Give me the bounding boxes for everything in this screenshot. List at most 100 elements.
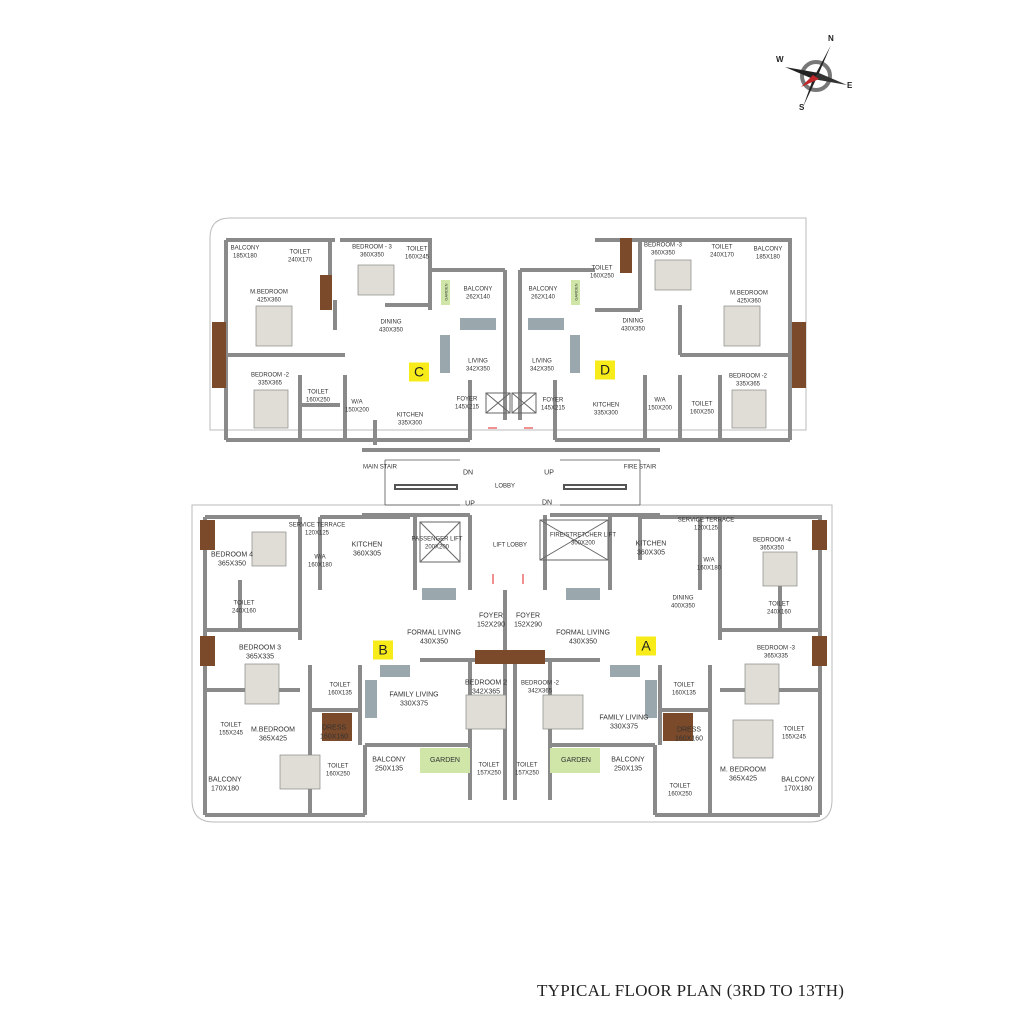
room-name: W/A (314, 554, 326, 561)
room-size: 262X140 (530, 294, 556, 300)
room-name: M. BEDROOM (720, 766, 766, 774)
room-name: GARDEN (573, 283, 579, 301)
room-size: 250X135 (613, 765, 643, 772)
room-size: 360X350 (359, 252, 385, 258)
room-size: 300X200 (570, 540, 596, 546)
room-name: GARDEN (443, 283, 449, 301)
room-name: TOILET (591, 265, 613, 272)
room-name: MAIN STAIR (363, 464, 397, 471)
room-size: 185X180 (755, 254, 781, 260)
room-size: 120X125 (693, 525, 719, 531)
room-name: BEDROOM -3 (756, 645, 796, 652)
room-name: BALCONY (611, 756, 645, 764)
room-size: 360X305 (636, 549, 666, 556)
compass-w: W (776, 55, 784, 64)
room-size: 425X360 (736, 298, 762, 304)
room-name: LOBBY (494, 483, 516, 490)
sofas (365, 318, 657, 718)
room-name: BALCONY (208, 776, 242, 784)
room-name: BEDROOM -3 (643, 242, 683, 249)
core-label: MAIN STAIR (363, 464, 397, 472)
room-name: W/A (654, 397, 666, 404)
room-name: FAMILY LIVING (389, 691, 439, 699)
compass-rose: N E S W (775, 34, 855, 115)
room-name: BALCONY (753, 246, 783, 253)
room-name: TOILET (220, 722, 242, 729)
room-size: 160X180 (307, 562, 333, 568)
room-name: M.BEDROOM (730, 290, 768, 297)
room-name: BEDROOM -4 (752, 537, 792, 544)
room-name: SERVICE TERRACE (677, 517, 735, 524)
room-name: FIRE STAIR (623, 464, 657, 471)
beds (244, 259, 798, 790)
room-name: UP (465, 500, 475, 508)
room-size: 342X365 (527, 688, 553, 694)
room-name: LIVING (468, 358, 488, 365)
room-label-a: GARDEN (561, 757, 591, 766)
lift-shafts (419, 392, 609, 563)
core-label: UP (544, 469, 554, 477)
room-name: KITCHEN (351, 541, 383, 549)
room-name: TOILET (768, 601, 790, 608)
room-size: 430X350 (568, 638, 598, 645)
room-size: 120X125 (304, 530, 330, 536)
room-size: 160X250 (667, 791, 693, 797)
room-size: 360X350 (650, 250, 676, 256)
room-size: 365X425 (728, 775, 758, 782)
room-size: 400X350 (670, 603, 696, 609)
room-size: 335X365 (735, 381, 761, 387)
room-size: 425X360 (256, 297, 282, 303)
room-name: FOYER (542, 397, 564, 404)
room-name: DN (541, 499, 553, 507)
room-name: LIVING (532, 358, 552, 365)
stairs (384, 459, 641, 506)
room-size: 262X140 (465, 294, 491, 300)
room-size: 365X335 (245, 653, 275, 660)
room-size: 365X335 (763, 653, 789, 659)
room-size: 152X290 (513, 621, 543, 628)
unit-badge-c: C (409, 362, 429, 382)
unit-badge-d: D (595, 360, 615, 380)
core-label: LIFT LOBBY (493, 542, 527, 550)
room-name: TOILET (673, 682, 695, 689)
room-name: SERVICE TERRACE (288, 522, 346, 529)
room-size: 160X180 (696, 565, 722, 571)
room-name: BALCONY (463, 286, 493, 293)
garden-b (420, 748, 470, 773)
room-size: 330X375 (609, 723, 639, 730)
room-size: 250X135 (374, 765, 404, 772)
room-size: 160X160 (319, 733, 349, 740)
room-name: BALCONY (528, 286, 558, 293)
room-name: FAMILY LIVING (599, 714, 649, 722)
compass-icon (785, 45, 847, 107)
room-size: 160X135 (671, 690, 697, 696)
room-name: TOILET (783, 726, 805, 733)
room-name: DN (462, 469, 474, 477)
core-label: LOBBY (495, 483, 515, 491)
room-name: BEDROOM -2 (728, 373, 768, 380)
room-name: W/A (351, 399, 363, 406)
room-size: 240X170 (287, 257, 313, 263)
room-size: 145X215 (454, 404, 480, 410)
